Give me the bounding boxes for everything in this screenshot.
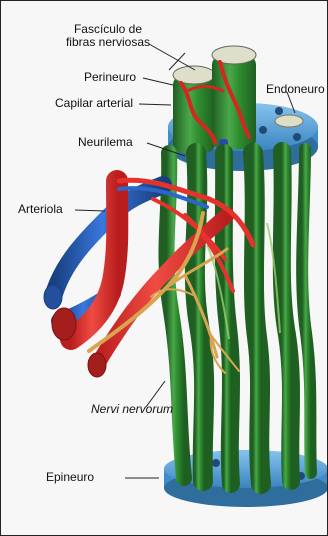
- fascicle-label: Fascículo de fibras nerviosas: [57, 23, 159, 49]
- top-fascicles: [173, 46, 256, 153]
- perineurium-label: Perineuro: [84, 71, 136, 84]
- arterial-capillary-label: Capilar arterial: [55, 97, 133, 110]
- epineurium-label: Epineuro: [46, 471, 94, 484]
- endoneurium-label: Endoneuro: [266, 83, 325, 96]
- neurilemma-label: Neurilema: [78, 136, 133, 149]
- arteriole-label: Arteriola: [18, 203, 63, 216]
- nervi-nervorum-label: Nervi nervorum: [91, 403, 173, 416]
